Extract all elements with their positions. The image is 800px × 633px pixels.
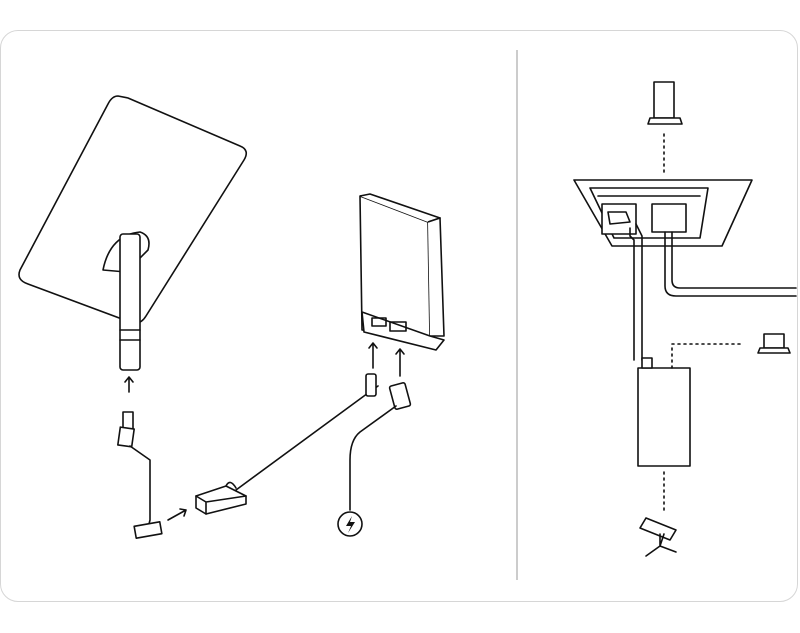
arrow-up-icon xyxy=(395,348,405,377)
cable-icon xyxy=(117,411,163,539)
laptop-icon xyxy=(757,333,791,354)
mount-icon xyxy=(647,81,683,125)
connection-line xyxy=(671,343,745,369)
arrow-right-icon xyxy=(167,508,187,521)
arrow-up-icon xyxy=(124,376,134,393)
power-supply-icon xyxy=(359,193,445,351)
dish-icon xyxy=(18,95,248,371)
diagram-frame xyxy=(0,30,798,602)
dish-small-icon xyxy=(639,517,677,557)
power-icon xyxy=(337,511,363,537)
wall-plate-icon xyxy=(573,179,797,361)
plug-icon xyxy=(349,373,412,511)
power-supply-icon xyxy=(637,357,691,467)
arrow-up-icon xyxy=(368,342,378,369)
